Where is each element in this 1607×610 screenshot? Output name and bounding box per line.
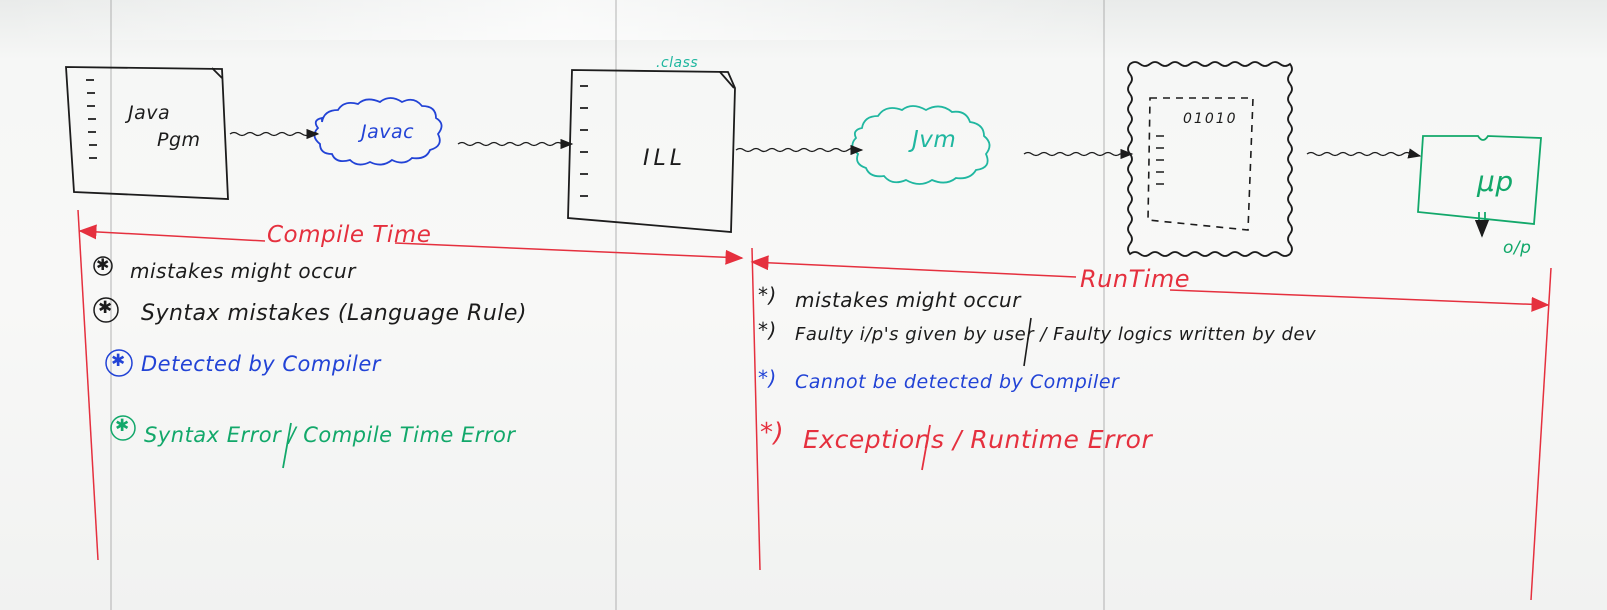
binary-label: 01010 xyxy=(1183,111,1238,127)
compile-time-span xyxy=(77,209,761,571)
compile-point-marker: ✱ xyxy=(115,416,130,436)
compile-point-marker: ✱ xyxy=(98,298,113,318)
compile-point-text: Detected by Compiler xyxy=(141,352,381,376)
arrow-machine-code-to-processor xyxy=(1306,148,1422,159)
arrow-javac-to-ill xyxy=(457,138,574,150)
compile-point-text: Syntax Error / Compile Time Error xyxy=(144,423,516,447)
light-glare xyxy=(0,0,1607,40)
compile-point-marker: ✱ xyxy=(96,255,110,274)
separator-compile-error xyxy=(282,422,292,469)
runtime-point-text: Exceptions / Runtime Error xyxy=(803,425,1153,454)
bytecode-document-icon xyxy=(567,69,736,233)
compiler-cloud-icon xyxy=(313,97,443,166)
jvm-cloud-icon xyxy=(851,105,991,185)
source-document-icon xyxy=(65,66,229,200)
board-seam xyxy=(615,0,617,610)
machine-code-inner-box xyxy=(1147,97,1254,231)
runtime-point-text: mistakes might occur xyxy=(795,288,1021,312)
runtime-point-text: Cannot be detected by Compiler xyxy=(795,371,1120,393)
jvm-label: Jvm xyxy=(912,127,957,153)
output-label: o/p xyxy=(1503,238,1532,258)
bullet-circles xyxy=(93,256,136,441)
arrow-pgm-to-javac xyxy=(229,122,320,137)
runtime-point-marker: *) xyxy=(758,318,777,342)
run-time-title: RunTime xyxy=(1080,265,1191,293)
board-seam xyxy=(110,0,112,610)
runtime-point-marker: *) xyxy=(758,366,777,390)
pgm-label: Pgm xyxy=(157,129,201,151)
java-label: Java xyxy=(128,102,171,124)
compile-point-text: mistakes might occur xyxy=(130,259,356,283)
board-seam xyxy=(1103,0,1105,610)
separator-runtime-error xyxy=(921,424,931,471)
class-note-label: .class xyxy=(656,55,699,71)
run-time-span xyxy=(750,255,1552,601)
runtime-point-text: Faulty i/p's given by user / Faulty logi… xyxy=(795,324,1317,345)
arrow-jvm-to-machine-code xyxy=(1023,148,1134,160)
runtime-point-marker: *) xyxy=(760,418,785,448)
javac-label: Javac xyxy=(361,121,415,143)
machine-code-box-icon xyxy=(1127,61,1293,257)
compile-point-text: Syntax mistakes (Language Rule) xyxy=(141,301,527,326)
arrow-ill-to-jvm xyxy=(735,144,864,156)
runtime-point-marker: *) xyxy=(758,283,777,307)
compile-point-marker: ✱ xyxy=(111,351,126,371)
ill-label: ILL xyxy=(643,146,687,171)
processor-icon xyxy=(1417,135,1542,238)
compile-time-title: Compile Time xyxy=(267,222,432,248)
separator-runtime-faulty xyxy=(1023,317,1032,367)
processor-label: μp xyxy=(1477,165,1514,198)
